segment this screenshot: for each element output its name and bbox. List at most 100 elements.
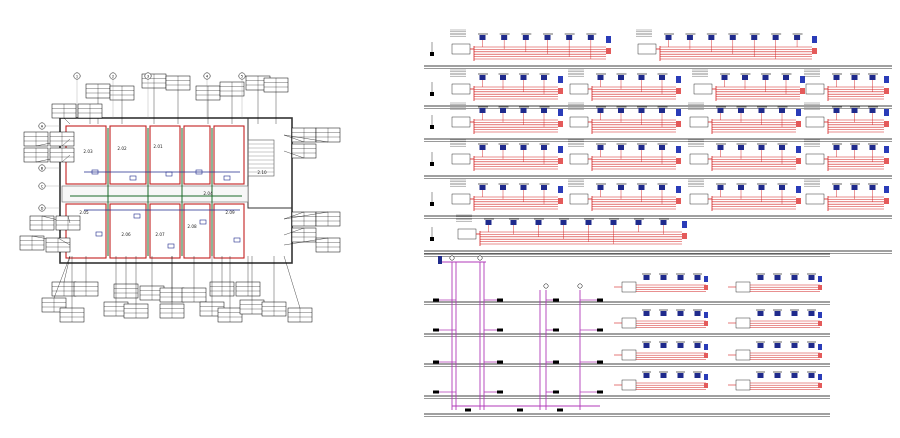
circuit-badge xyxy=(704,374,708,380)
riser-stub-marker xyxy=(430,52,434,56)
circuit-badge xyxy=(558,186,563,193)
fixture xyxy=(808,311,815,316)
fixture xyxy=(757,373,764,378)
circuit-badge xyxy=(796,109,801,116)
grid-marker-label: D xyxy=(41,206,44,210)
callout-leader xyxy=(283,134,329,143)
manifold-header xyxy=(569,153,589,165)
fixture xyxy=(638,185,645,190)
fixture xyxy=(869,75,876,80)
heating-manifold xyxy=(636,29,817,61)
room-callout xyxy=(181,256,207,303)
riser-schematic xyxy=(424,253,830,417)
manifold-header xyxy=(621,379,637,391)
fixture xyxy=(522,35,529,40)
fixture xyxy=(717,185,724,190)
callout-leader xyxy=(283,255,301,309)
fixture xyxy=(779,108,785,113)
grid-marker-label: 4 xyxy=(206,74,209,78)
circuit-badge xyxy=(682,221,687,228)
heating-manifold xyxy=(804,139,889,171)
fixture xyxy=(660,275,667,280)
fixture xyxy=(677,343,684,348)
heating-manifold xyxy=(568,139,681,171)
circuit-badge xyxy=(812,36,817,43)
plan-fixture xyxy=(133,213,141,219)
room-callout xyxy=(77,103,103,124)
fixture xyxy=(791,275,798,280)
fixture xyxy=(610,220,617,225)
fixture xyxy=(479,145,486,150)
callout-leader xyxy=(63,117,71,125)
circuit-badge xyxy=(818,344,822,350)
manifold-header xyxy=(451,116,471,128)
heating-manifold xyxy=(728,371,822,391)
manifold-header xyxy=(805,83,825,95)
grid-marker-label: B xyxy=(41,166,44,170)
manifold-header xyxy=(451,193,471,205)
room-label: 2.01 xyxy=(153,144,163,149)
circuit-badge xyxy=(676,186,681,193)
stair-core xyxy=(247,139,275,177)
circuit-badge xyxy=(676,121,681,127)
circuit-badge xyxy=(704,312,708,318)
circuit-badge xyxy=(800,76,805,83)
heating-manifold xyxy=(804,102,889,134)
fixture xyxy=(660,343,667,348)
callout-leader xyxy=(283,134,305,143)
fixture xyxy=(738,185,744,190)
fixture xyxy=(677,311,684,316)
fixture xyxy=(659,108,665,113)
callout-leader xyxy=(283,211,329,220)
callout-leader xyxy=(61,154,71,163)
room-callout xyxy=(217,256,243,323)
fixture xyxy=(479,35,486,40)
room-callout xyxy=(45,237,71,253)
fixture xyxy=(544,35,551,40)
manifold-header xyxy=(451,83,471,95)
grid-marker-label: 3 xyxy=(147,74,149,78)
fixture xyxy=(751,35,758,40)
room-callout xyxy=(23,147,71,163)
plan-fixture xyxy=(129,175,137,181)
circuit-badge xyxy=(796,186,801,193)
fixture xyxy=(677,275,684,280)
circuit-badge xyxy=(884,88,889,94)
circuit-badge xyxy=(704,321,708,326)
room-callout xyxy=(109,85,135,124)
fixture xyxy=(638,75,645,80)
fixture xyxy=(597,185,604,190)
fixture xyxy=(738,108,744,113)
riser-stub-marker xyxy=(430,92,434,96)
room-callout xyxy=(219,81,245,124)
circuit-badge xyxy=(704,285,708,290)
manifold-header xyxy=(569,83,589,95)
valve-marker xyxy=(433,360,439,364)
heating-manifold xyxy=(692,69,805,101)
heating-manifold xyxy=(450,29,611,61)
fixture xyxy=(643,311,650,316)
circuit-badge xyxy=(796,146,801,153)
fixture xyxy=(833,145,840,150)
valve-marker xyxy=(497,298,503,302)
fixture xyxy=(500,75,506,80)
circuit-badge xyxy=(884,121,889,127)
heating-manifold xyxy=(728,273,822,293)
room-callout xyxy=(159,256,185,319)
circuit-badge xyxy=(558,88,563,94)
circuit-badge xyxy=(704,383,708,388)
fixture xyxy=(643,373,650,378)
fixture xyxy=(618,185,624,190)
heating-manifold xyxy=(456,214,687,246)
fixture xyxy=(774,373,781,378)
circuit-badge xyxy=(676,146,681,153)
plan-fixture xyxy=(95,231,103,237)
fixture xyxy=(485,220,492,225)
room-callout xyxy=(59,256,85,323)
valve-marker xyxy=(517,408,523,412)
fixture xyxy=(762,75,769,80)
circuit-badge xyxy=(704,353,708,358)
room-callout xyxy=(165,75,191,124)
